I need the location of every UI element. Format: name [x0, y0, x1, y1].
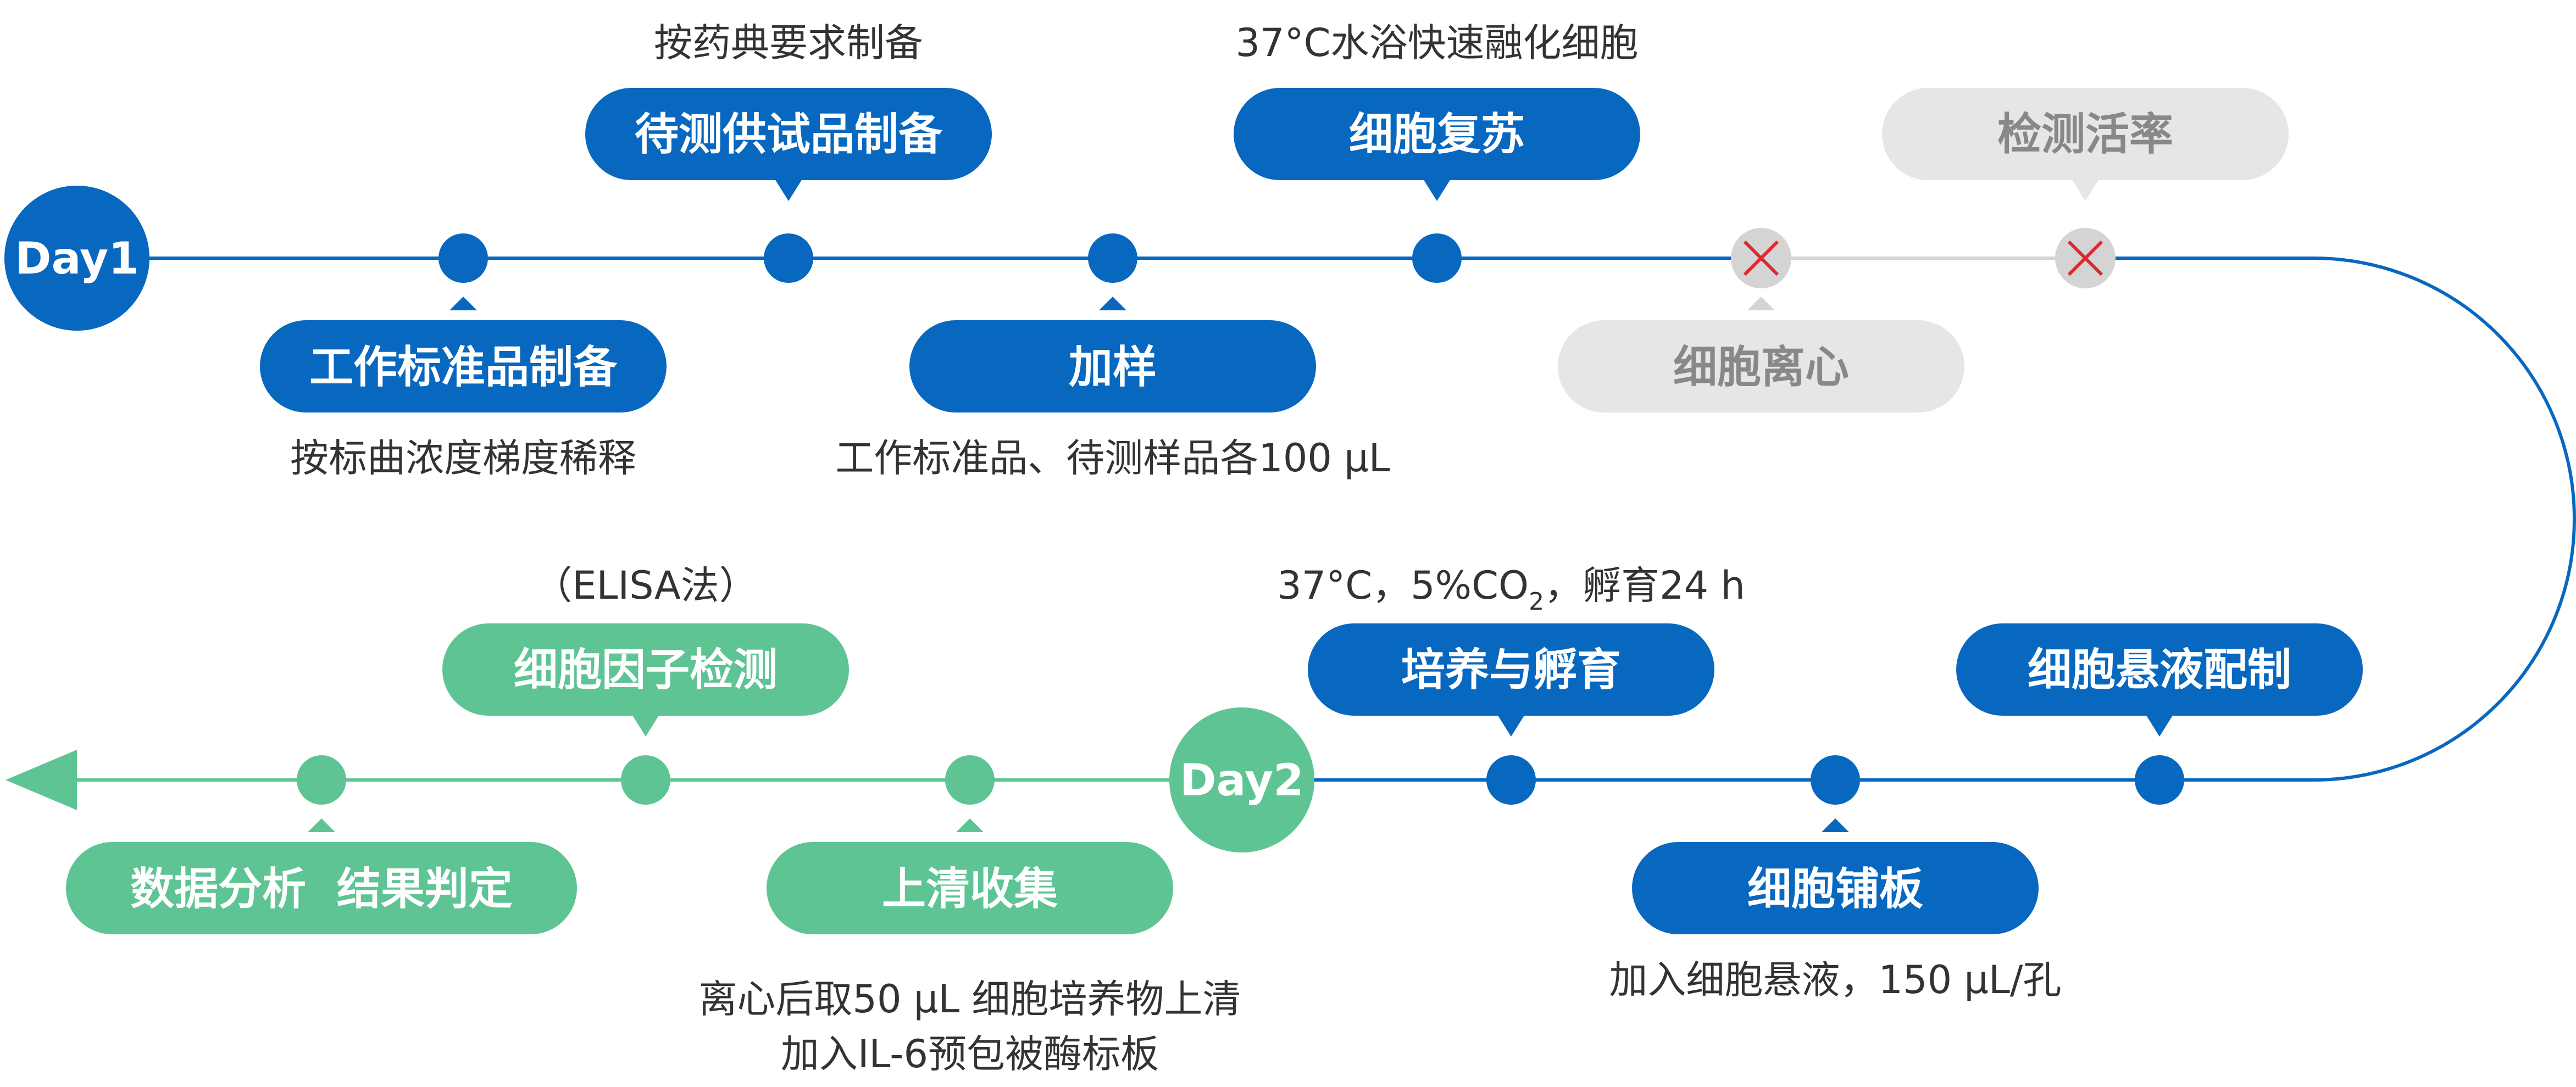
note-supernatant-line1: 离心后取50 μL 细胞培养物上清	[698, 977, 1241, 1022]
node-cell-plating	[1811, 755, 1860, 805]
label-work-standard: 工作标准品制备	[309, 342, 618, 393]
node-cell-centrifuge	[1731, 228, 1791, 288]
day2-label: Day2	[1180, 755, 1304, 806]
node-add-sample	[1088, 233, 1137, 283]
note-culture-sub: 2	[1529, 588, 1544, 616]
label-supernatant: 上清收集	[882, 863, 1058, 915]
label-viability: 检测活率	[1997, 109, 2173, 160]
pill-analysis: 数据分析 结果判定	[66, 818, 577, 934]
pill-viability: 检测活率	[1882, 88, 2289, 201]
label-culture: 培养与孵育	[1401, 644, 1621, 695]
note-culture-main: 37°C，5%CO	[1277, 563, 1529, 608]
pill-cell-plating: 细胞铺板	[1632, 818, 2039, 934]
node-culture	[1486, 755, 1536, 805]
timeline-curve	[1242, 257, 2576, 782]
pill-supernatant: 上清收集	[767, 818, 1173, 934]
arrow-head	[5, 750, 77, 810]
pill-cytokine: 细胞因子检测	[442, 623, 849, 737]
node-analysis	[297, 755, 346, 805]
cross-icon	[2067, 240, 2103, 276]
note-culture: 37°C，5%CO2，孵育24 h	[1277, 563, 1745, 616]
label-cell-revive: 细胞复苏	[1349, 109, 1525, 160]
pill-work-standard: 工作标准品制备	[260, 297, 667, 412]
node-cell-suspension	[2135, 755, 2184, 805]
cross-icon	[1743, 240, 1779, 276]
label-cell-centrifuge: 细胞离心	[1673, 342, 1849, 393]
note-work-standard: 按标曲浓度梯度稀释	[290, 436, 636, 481]
day2-marker: Day2	[1169, 707, 1314, 852]
label-test-sample: 待测供试品制备	[635, 109, 943, 160]
node-supernatant	[945, 755, 995, 805]
label-cell-suspension: 细胞悬液配制	[2028, 644, 2291, 695]
pill-cell-revive: 细胞复苏	[1234, 88, 1640, 201]
day1-marker: Day1	[4, 186, 149, 331]
pill-cell-suspension: 细胞悬液配制	[1956, 623, 2363, 737]
pill-test-sample: 待测供试品制备	[585, 88, 992, 201]
pill-add-sample: 加样	[909, 297, 1316, 412]
node-cytokine	[621, 755, 670, 805]
node-cell-revive	[1412, 233, 1462, 283]
note-add-sample: 工作标准品、待测样品各100 μL	[835, 436, 1390, 481]
label-cytokine: 细胞因子检测	[514, 644, 778, 695]
node-viability	[2055, 228, 2116, 288]
node-work-standard	[438, 233, 488, 283]
pill-culture: 培养与孵育	[1308, 623, 1714, 737]
pill-cell-centrifuge: 细胞离心	[1558, 297, 1964, 412]
note-test-sample: 按药典要求制备	[654, 20, 923, 65]
note-cell-revive: 37°C水浴快速融化细胞	[1236, 20, 1639, 65]
label-add-sample: 加样	[1069, 342, 1157, 393]
note-culture-tail: ，孵育24 h	[1544, 563, 1745, 608]
note-cytokine: （ELISA法）	[534, 563, 758, 608]
note-supernatant-line2: 加入IL-6预包被酶标板	[781, 1032, 1159, 1077]
label-analysis: 数据分析 结果判定	[130, 863, 513, 915]
day1-label: Day1	[15, 233, 139, 284]
node-test-sample	[764, 233, 813, 283]
note-cell-plating: 加入细胞悬液，150 μL/孔	[1609, 957, 2062, 1002]
label-cell-plating: 细胞铺板	[1747, 863, 1923, 915]
